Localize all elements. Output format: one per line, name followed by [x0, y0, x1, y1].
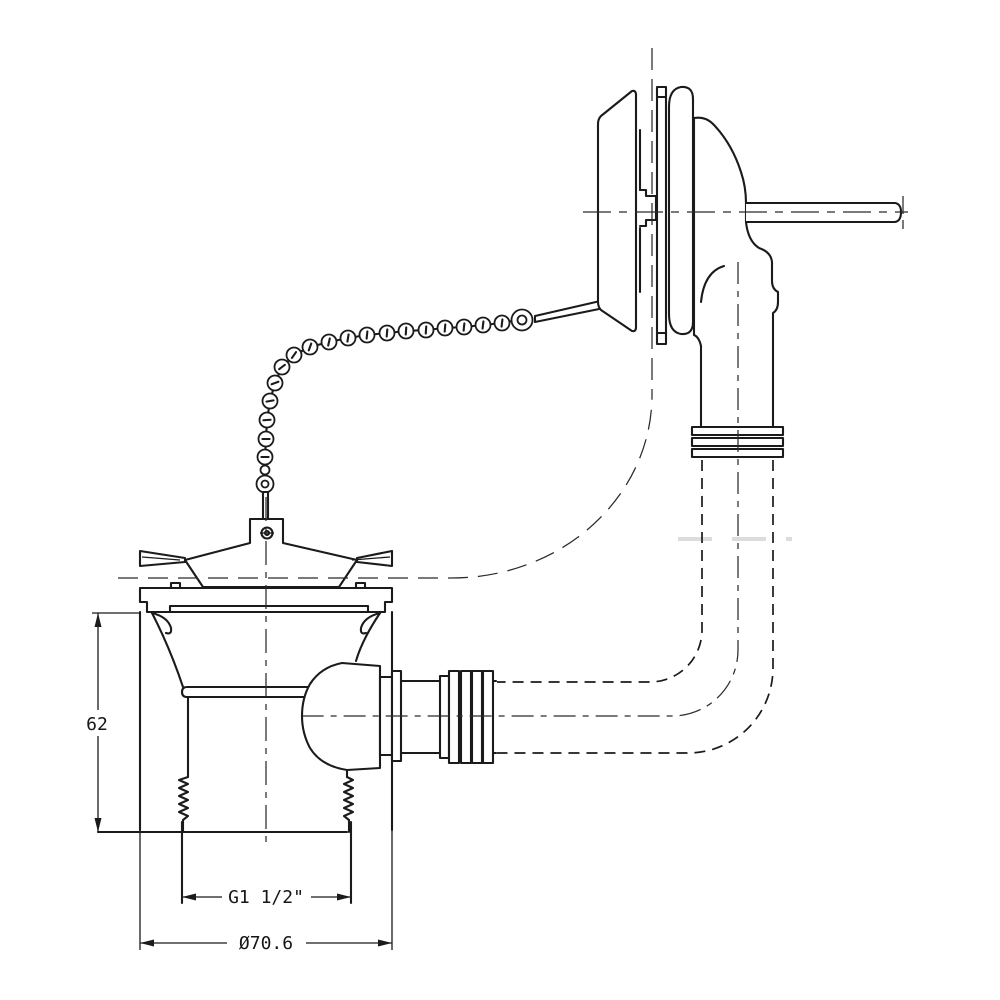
dimension-height: 62 — [81, 612, 140, 832]
waste-outlet-connector — [378, 669, 498, 765]
overflow-elbow-crease — [699, 264, 726, 304]
overflow-faceplate — [596, 89, 638, 333]
flange-tab-left — [169, 581, 182, 590]
overflow-elbow — [692, 116, 780, 429]
pull-chain — [255, 297, 611, 521]
threaded-tailpiece — [96, 775, 355, 905]
plug-seat-bar — [180, 685, 324, 699]
overflow-pivot-rod — [744, 201, 903, 224]
dimension-diameter: Ø70.6 — [140, 928, 392, 955]
hose-centerline — [303, 262, 739, 717]
dimension-height-label: 62 — [86, 714, 108, 735]
body-shoulder-left — [150, 611, 185, 689]
flange-tab-right — [354, 581, 367, 590]
overflow-assembly — [596, 85, 903, 459]
dimension-thread: G1 1/2" — [182, 882, 351, 909]
centerlines — [118, 48, 908, 845]
waste-side-outlet-ball — [300, 661, 382, 772]
hidden-flexible-hose — [497, 460, 774, 754]
overflow-washer — [655, 85, 668, 346]
dimension-diameter-label: Ø70.6 — [239, 933, 293, 954]
waste-ribbed-connector — [447, 669, 495, 765]
body-shoulder-right — [354, 611, 382, 663]
overflow-faceplate-inner — [638, 128, 658, 294]
overflow-gasket — [667, 85, 695, 336]
chain-balls — [256, 314, 511, 466]
chain-small-link — [259, 464, 271, 476]
plug-to-overflow-centerline — [118, 394, 653, 579]
dimension-thread-label: G1 1/2" — [228, 887, 304, 908]
plug-stopper — [138, 517, 394, 589]
